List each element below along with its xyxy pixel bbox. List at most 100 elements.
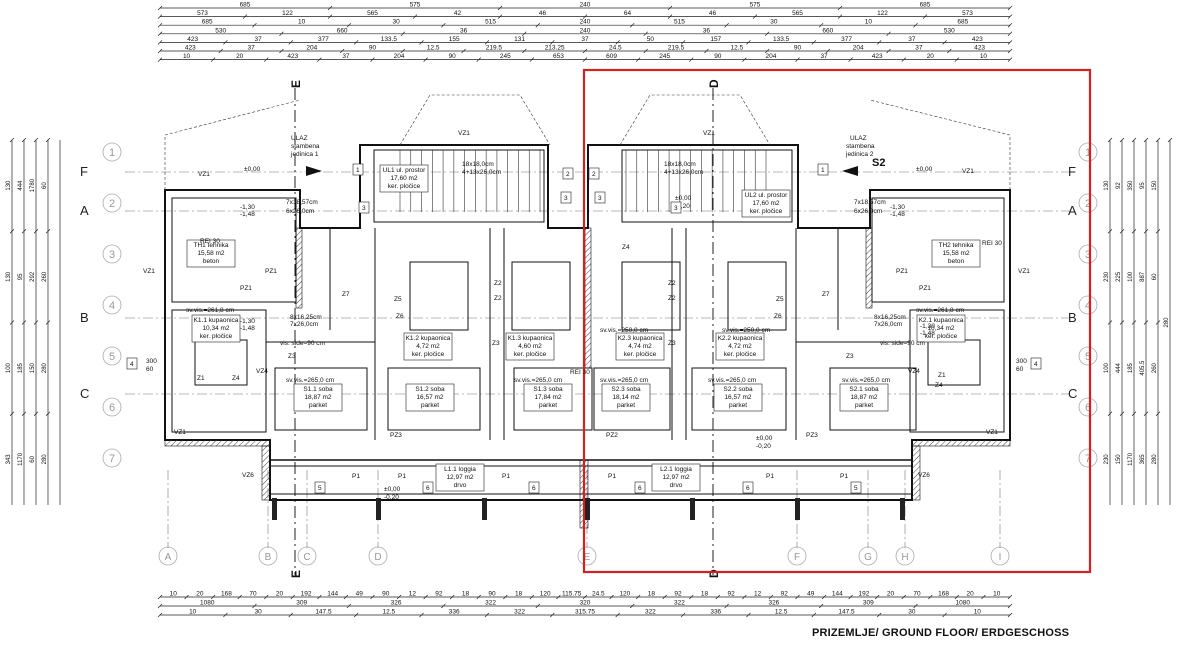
side-dimension-value: 100	[1104, 362, 1110, 373]
bottom-dimension-value: 90	[382, 591, 390, 598]
top-dimension-tick	[529, 57, 535, 62]
axis-bubble-label: 5	[1085, 351, 1091, 363]
top-dimension-tick	[643, 48, 648, 54]
side-dimension-value: 887	[1140, 271, 1146, 282]
side-dimension-tick	[21, 320, 27, 325]
bottom-dimension-tick	[746, 612, 751, 618]
side-dimension-value: 230	[1104, 454, 1110, 465]
row-axis-label-right: F	[1068, 164, 1076, 179]
tag-number: 2	[566, 171, 570, 178]
room-label-box	[523, 383, 573, 412]
side-dimension-tick	[1107, 320, 1113, 325]
top-dimension-tick	[157, 22, 163, 28]
room-floor-finish: parket	[729, 402, 747, 409]
top-dimension-tick	[764, 48, 770, 54]
bottom-dimension-value: 320	[580, 600, 591, 607]
axis-bubble-label: 3	[109, 249, 115, 261]
top-dimension-tick	[825, 48, 831, 54]
bottom-dimension-tick	[1007, 612, 1013, 618]
top-dimension-tick	[1007, 57, 1013, 62]
bottom-dimension-value: 322	[485, 600, 496, 607]
top-dimension-tick	[210, 57, 216, 62]
top-dimension-tick	[419, 40, 424, 45]
annotation-pz1: PZ1	[896, 268, 908, 275]
side-dimension-value: 185	[1128, 362, 1134, 373]
bottom-dimension-tick	[223, 612, 228, 618]
side-dimension-value: 444	[1116, 362, 1122, 373]
axis-bubble	[102, 193, 122, 213]
side-dimension-value: 100	[1128, 271, 1134, 282]
top-dimension-tick	[942, 40, 947, 45]
room-floor-finish: ker. pločice	[200, 333, 233, 340]
annotation-pz2: PZ2	[606, 432, 618, 439]
annotation-z4: Z4	[935, 382, 943, 389]
annotation-z6: Z6	[774, 313, 782, 320]
room-floor-finish: ker. pločice	[750, 208, 783, 215]
side-dimension-tick	[1119, 137, 1125, 143]
top-dimension-value: 122	[282, 10, 293, 17]
bottom-dimension-tick	[157, 612, 163, 618]
top-dimension-tick	[327, 14, 333, 19]
room-code: L2.1 loggia	[660, 466, 692, 473]
bottom-dimension-tick	[484, 612, 490, 618]
bottom-dimension-value: 12.5	[775, 609, 788, 616]
bottom-dimension-tick	[928, 594, 933, 600]
bottom-dimension-chains	[157, 594, 1013, 618]
annotation-z7: Z7	[822, 291, 830, 298]
top-dimension-value: 204	[394, 53, 405, 60]
top-dimension-tick	[1007, 22, 1013, 28]
annotation-vis-a: sv.vis.=265,0 cm	[708, 377, 756, 384]
room-area: 17,84 m2	[534, 394, 561, 401]
top-dimension-tick	[742, 57, 747, 62]
bottom-dimension-value: 49	[807, 591, 815, 598]
room-label-box	[715, 332, 765, 361]
annotation-level-148c: -1,48	[240, 325, 255, 332]
axis-bubble	[102, 448, 122, 468]
axis-bubble-label: B	[265, 552, 272, 563]
room-code: K1.3 kupaonica	[508, 335, 553, 342]
bottom-dimension-value: 322	[645, 609, 656, 616]
entry-arrows	[306, 166, 858, 176]
bottom-dimension-value: 1080	[200, 600, 215, 607]
bottom-dimension-value: 10	[993, 591, 1001, 598]
axis-bubble-label: F	[794, 552, 800, 563]
annotation-level-000c: ±0,00	[384, 486, 401, 493]
tag-number: 6	[746, 485, 750, 492]
tag-number: 6	[532, 485, 536, 492]
tag-number: 4	[130, 361, 134, 368]
side-dimension-tick	[1131, 411, 1137, 416]
top-dimension-tick	[223, 40, 228, 45]
room-floor-finish: ker. pločice	[724, 351, 757, 358]
side-dimension-tick	[33, 137, 39, 143]
room-label-box	[186, 239, 236, 268]
top-dimension-value: 565	[367, 10, 378, 17]
side-dimension-value: 100	[6, 362, 12, 373]
tag-box	[562, 167, 574, 180]
top-dimension-tick	[582, 48, 588, 54]
bottom-dimension-tick	[449, 594, 455, 600]
annotation-rei3: REI 30	[570, 369, 590, 376]
annotation-vis-floor: vis. side=90 cm	[880, 340, 925, 347]
annotation-step-b: 6x26,0cm	[854, 208, 882, 215]
tag-box	[588, 167, 600, 180]
top-dimension-value: 37	[342, 53, 350, 60]
top-dimension-tick	[497, 14, 503, 19]
top-dimension-tick	[746, 40, 751, 45]
bottom-dimension-value: 18	[515, 591, 523, 598]
room-label-box	[505, 332, 555, 361]
annotation-vis-b: sv.vis.=261,8 cm	[916, 307, 964, 314]
room-code: K2.3 kupaonica	[618, 335, 663, 342]
side-dimension-value: 260	[42, 271, 48, 282]
bottom-dimension-value: 20	[967, 591, 975, 598]
room-area: 12,97 m2	[446, 474, 473, 481]
annotation-z2: Z2	[494, 280, 502, 287]
side-dimension-tick	[45, 137, 51, 143]
axis-bubble-label: 4	[1085, 300, 1091, 312]
top-dimension-value: 90	[714, 53, 722, 60]
room-area: 4,72 m2	[728, 343, 752, 350]
side-dimension-value: 1170	[18, 452, 24, 466]
bottom-dimension-value: 12.5	[383, 609, 396, 616]
top-dimension-value: 240	[580, 2, 591, 9]
top-dimension-value: 685	[202, 19, 213, 26]
